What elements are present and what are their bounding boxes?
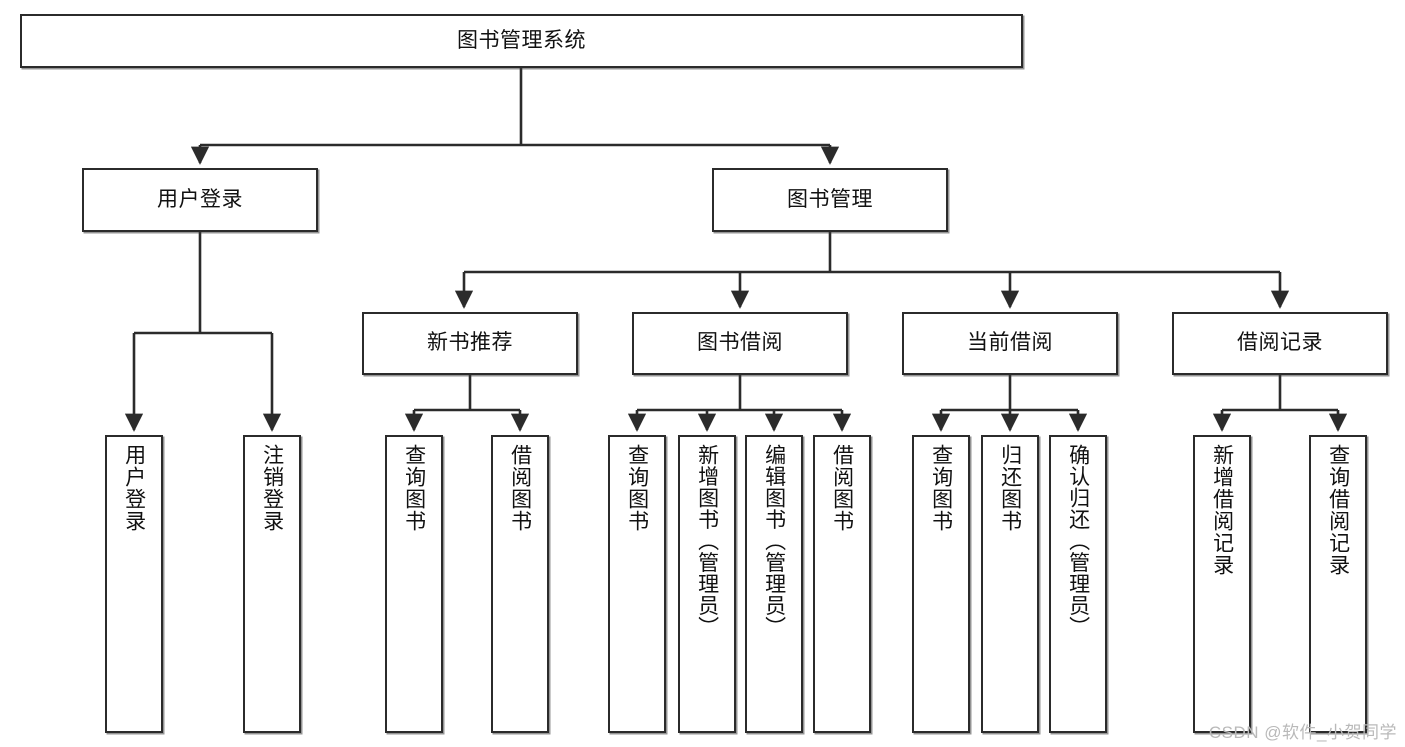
node-leaf-edit-book[interactable]: 编辑图书（管理员） <box>745 435 803 733</box>
node-leaf-query-record[interactable]: 查询借阅记录 <box>1309 435 1367 733</box>
node-leaf-user-logout-label: 注销登录 <box>260 444 284 532</box>
node-current-borrow[interactable]: 当前借阅 <box>902 312 1118 375</box>
node-book-borrow-label: 图书借阅 <box>697 331 783 355</box>
node-leaf-borrow-book-1[interactable]: 借阅图书 <box>491 435 549 733</box>
node-leaf-query-book-3[interactable]: 查询图书 <box>912 435 970 733</box>
node-leaf-query-record-label: 查询借阅记录 <box>1326 444 1350 576</box>
node-user-login[interactable]: 用户登录 <box>82 168 318 232</box>
node-leaf-edit-book-label: 编辑图书（管理员） <box>762 444 786 638</box>
node-book-borrow[interactable]: 图书借阅 <box>632 312 848 375</box>
node-borrow-record-label: 借阅记录 <box>1237 331 1323 355</box>
node-leaf-query-book-2-label: 查询图书 <box>625 444 649 532</box>
node-user-login-label: 用户登录 <box>157 187 243 211</box>
node-root[interactable]: 图书管理系统 <box>20 14 1023 68</box>
node-leaf-query-book-2[interactable]: 查询图书 <box>608 435 666 733</box>
node-leaf-borrow-book-2[interactable]: 借阅图书 <box>813 435 871 733</box>
node-leaf-confirm-return[interactable]: 确认归还（管理员） <box>1049 435 1107 733</box>
node-leaf-user-login[interactable]: 用户登录 <box>105 435 163 733</box>
node-new-book-recommend[interactable]: 新书推荐 <box>362 312 578 375</box>
node-book-management-label: 图书管理 <box>787 187 873 211</box>
watermark: CSDN @软件_小贺同学 <box>1208 723 1397 742</box>
node-current-borrow-label: 当前借阅 <box>967 331 1053 355</box>
node-leaf-borrow-book-1-label: 借阅图书 <box>508 444 532 532</box>
node-leaf-add-record[interactable]: 新增借阅记录 <box>1193 435 1251 733</box>
node-borrow-record[interactable]: 借阅记录 <box>1172 312 1388 375</box>
node-leaf-query-book-1-label: 查询图书 <box>402 444 426 532</box>
node-leaf-user-login-label: 用户登录 <box>122 444 146 532</box>
node-root-label: 图书管理系统 <box>457 28 586 52</box>
node-leaf-user-logout[interactable]: 注销登录 <box>243 435 301 733</box>
node-new-book-recommend-label: 新书推荐 <box>427 331 513 355</box>
node-leaf-add-book[interactable]: 新增图书（管理员） <box>678 435 736 733</box>
node-leaf-confirm-return-label: 确认归还（管理员） <box>1066 444 1090 638</box>
node-leaf-add-record-label: 新增借阅记录 <box>1210 444 1234 576</box>
node-leaf-query-book-3-label: 查询图书 <box>929 444 953 532</box>
node-leaf-return-book[interactable]: 归还图书 <box>981 435 1039 733</box>
node-leaf-return-book-label: 归还图书 <box>998 444 1022 532</box>
node-book-management[interactable]: 图书管理 <box>712 168 948 232</box>
node-leaf-borrow-book-2-label: 借阅图书 <box>830 444 854 532</box>
node-leaf-query-book-1[interactable]: 查询图书 <box>385 435 443 733</box>
node-leaf-add-book-label: 新增图书（管理员） <box>695 444 719 638</box>
